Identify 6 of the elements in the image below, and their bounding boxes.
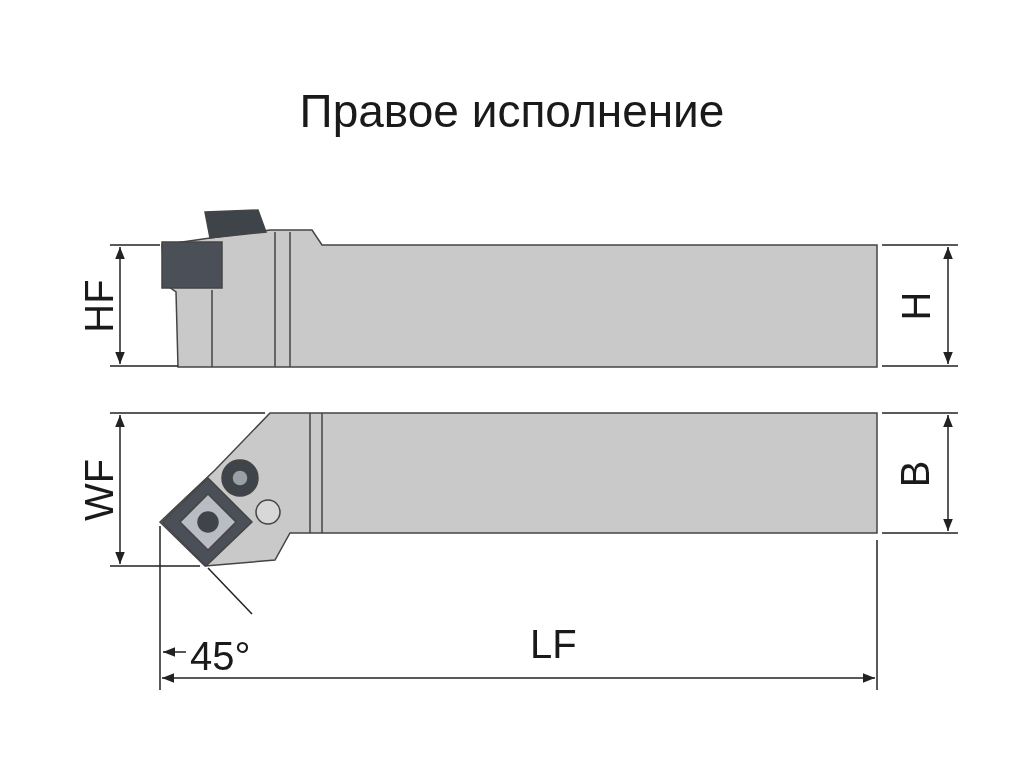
dimension-label: HF — [78, 279, 119, 333]
dimension-label: 45° — [190, 636, 251, 676]
dimension-label: WF — [79, 458, 120, 522]
dimension-label: H — [896, 291, 937, 321]
dimension-label: LF — [530, 624, 577, 664]
dimension-label: B — [895, 460, 936, 488]
